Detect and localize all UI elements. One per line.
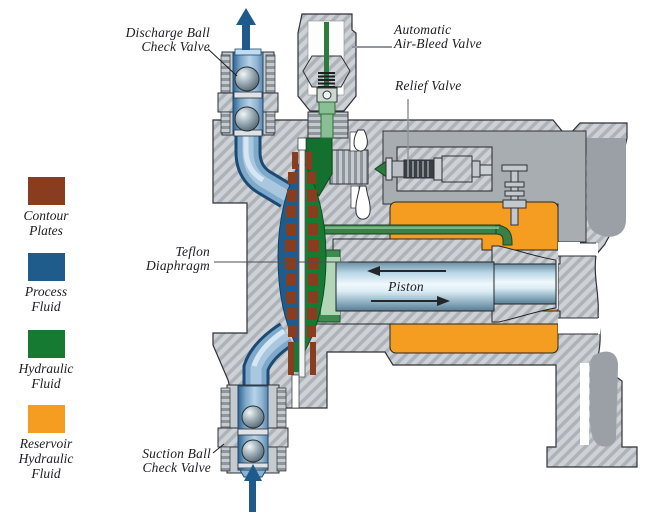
piston-rod xyxy=(493,263,557,305)
check-ball xyxy=(241,439,265,463)
legend-label-reservoir-hydraulic-fluid: Reservoir Hydraulic Fluid xyxy=(18,436,74,481)
discharge-check-valve xyxy=(217,48,279,137)
legend-swatch-process-fluid xyxy=(28,253,65,281)
suction-leader xyxy=(212,443,225,454)
arrow-right-icon xyxy=(437,296,450,306)
piston-motion-arrows xyxy=(367,266,450,306)
leg-slot xyxy=(580,363,589,445)
air-bleed-valve xyxy=(297,13,357,139)
suction-pipe-elbow xyxy=(242,322,295,392)
check-ball xyxy=(234,106,260,132)
suction-flow-arrow-icon xyxy=(244,464,262,481)
diaphragm-slot-top xyxy=(297,137,307,151)
body-surface-upper xyxy=(579,138,626,237)
flow-arrows xyxy=(236,8,262,512)
legend-label-hydraulic-fluid: Hydraulic Fluid xyxy=(18,361,74,391)
label-automatic-air-bleed-valve: Automatic Air-Bleed Valve xyxy=(394,22,482,51)
contour-plates xyxy=(285,152,319,375)
body-surface-leg xyxy=(590,351,618,447)
threaded-plug xyxy=(329,149,369,185)
label-piston: Piston xyxy=(388,279,424,294)
legend-label-contour-plates: Contour Plates xyxy=(23,208,69,238)
discharge-pipe-elbow xyxy=(234,128,294,208)
hydraulic-sliver xyxy=(294,342,300,372)
discharge-leader xyxy=(207,48,238,77)
air-bleed-spring xyxy=(318,72,335,88)
label-teflon-diaphragm: Teflon Diaphragm xyxy=(145,244,210,273)
check-poppet-upper xyxy=(353,129,368,152)
diaphragm-groove-bottom xyxy=(291,374,300,409)
legend-label-process-fluid: Process Fluid xyxy=(24,284,68,314)
label-suction-ball-check-valve: Suction Ball Check Valve xyxy=(142,446,211,475)
label-discharge-ball-check-valve: Discharge Ball Check Valve xyxy=(125,25,210,54)
suction-check-valve xyxy=(217,384,289,478)
arrow-left-icon xyxy=(367,266,380,276)
label-relief-valve: Relief Valve xyxy=(395,78,462,93)
legend-swatch-hydraulic-fluid xyxy=(28,330,65,358)
check-ball xyxy=(241,405,265,429)
check-ball xyxy=(234,66,260,92)
leader-lines xyxy=(207,46,409,454)
ball-seat xyxy=(237,428,269,436)
relief-valve xyxy=(374,146,493,192)
refill-valve xyxy=(501,164,528,226)
legend-swatch-reservoir-hydraulic-fluid xyxy=(28,405,65,433)
legend-swatch-contour-plates xyxy=(28,177,65,205)
body-relief-slots xyxy=(558,242,600,335)
discharge-flow-arrow-icon xyxy=(236,8,256,25)
ball-seat xyxy=(233,91,263,99)
check-poppet-lower xyxy=(355,185,371,220)
